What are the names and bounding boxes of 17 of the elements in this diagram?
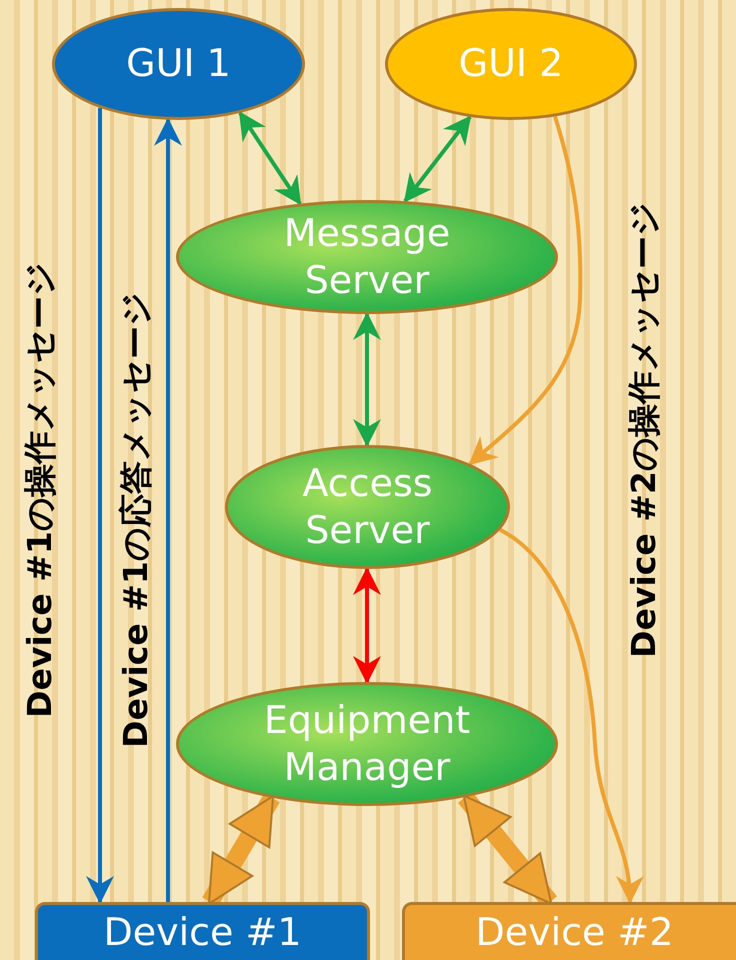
edge-label: Device #1の操作メッセージ [19, 261, 60, 720]
node-label: Access Server [302, 460, 433, 554]
device-box [402, 902, 736, 960]
node-label: GUI 2 [458, 40, 564, 88]
node-label: Device #1 [103, 909, 302, 956]
node-label: Message Server [284, 210, 450, 304]
edge-label: Device #2の操作メッセージ [623, 201, 664, 660]
arrow [154, 118, 182, 902]
node-label: GUI 1 [126, 40, 231, 88]
edge-label: Device #1の応答メッセージ [115, 291, 156, 750]
device-box [35, 902, 370, 960]
node-label: Equipment Manager [262, 696, 472, 791]
arrow [498, 528, 643, 904]
node-label: Device #2 [475, 909, 674, 956]
arrow [353, 312, 381, 447]
arrow [86, 108, 114, 904]
arrow [353, 567, 381, 684]
